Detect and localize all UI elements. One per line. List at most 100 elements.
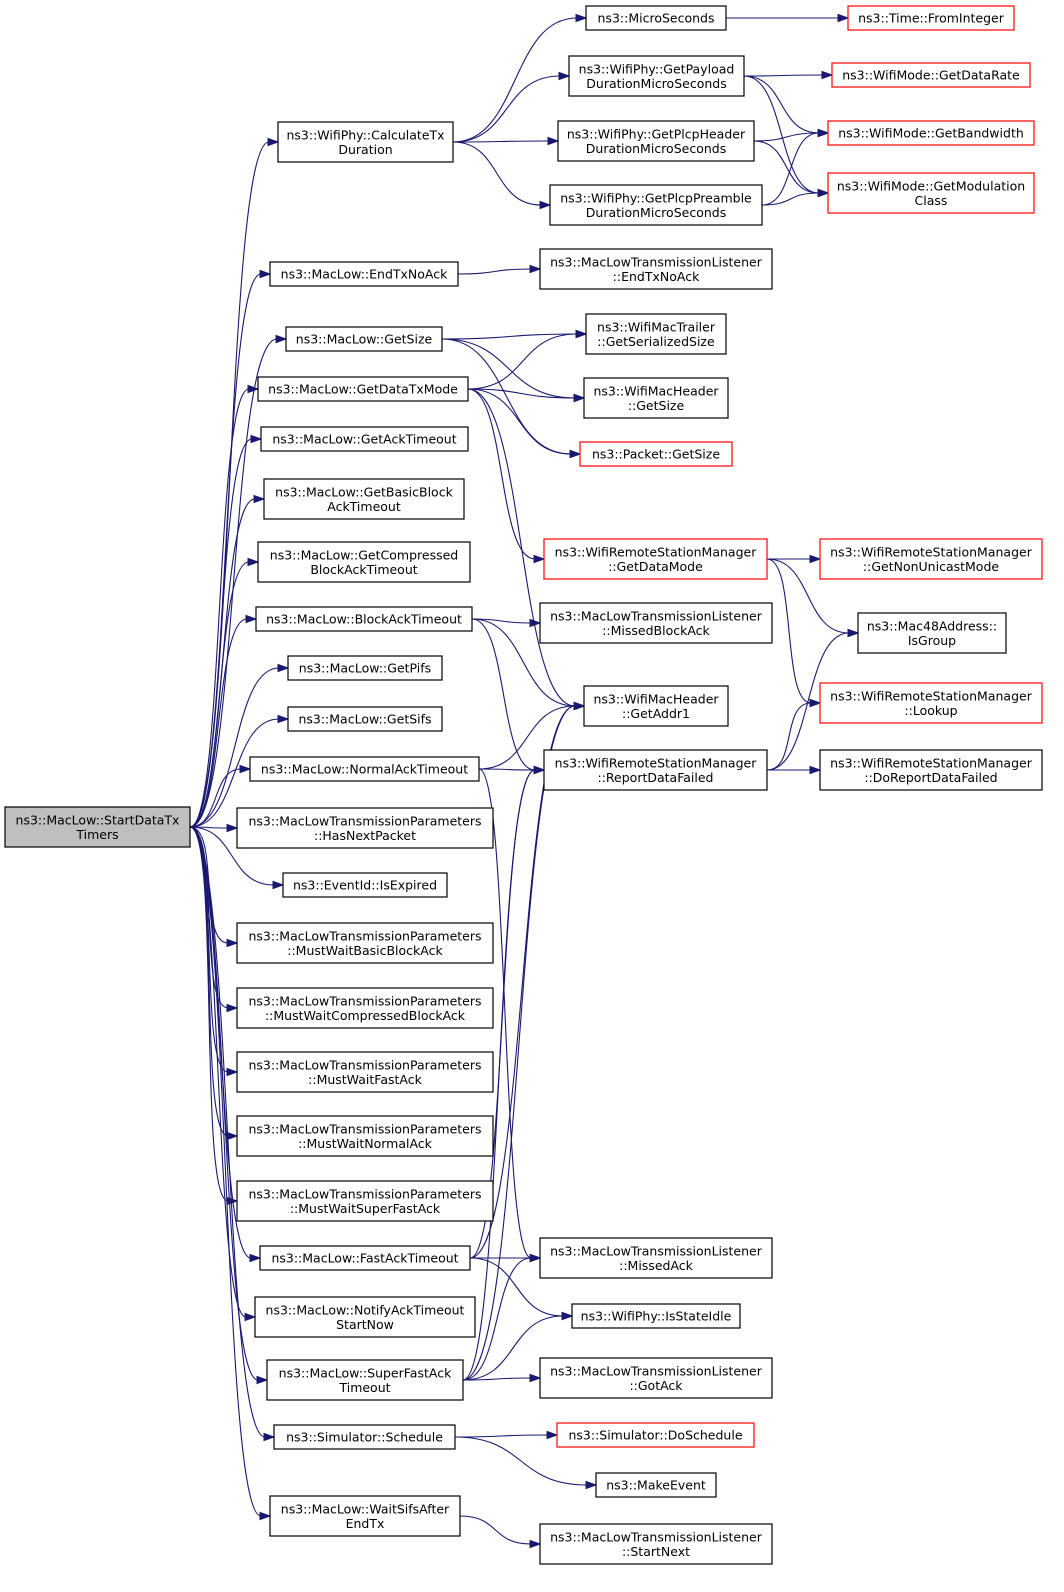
node-isexpired[interactable]: ns3::EventId::IsExpired: [282, 872, 448, 898]
node-schedule[interactable]: ns3::Simulator::Schedule: [273, 1424, 456, 1450]
node-getdatarate[interactable]: ns3::WifiMode::GetDataRate: [831, 62, 1031, 88]
arrowhead-icon: [249, 1253, 262, 1263]
node-label: IsGroup: [908, 633, 956, 648]
node-label: DurationMicroSeconds: [586, 205, 726, 220]
node-fromint[interactable]: ns3::Time::FromInteger: [847, 5, 1015, 31]
node-reportdatafailed[interactable]: ns3::WifiRemoteStationManager::ReportDat…: [543, 749, 768, 791]
node-box: [556, 1422, 755, 1448]
node-blockacktimeout[interactable]: ns3::MacLow::BlockAckTimeout: [255, 606, 473, 632]
node-box: [236, 807, 494, 849]
node-lookup[interactable]: ns3::WifiRemoteStationManager::Lookup: [819, 682, 1043, 724]
edge-line: [478, 768, 536, 771]
node-mwnormal[interactable]: ns3::MacLowTransmissionParameters::MustW…: [236, 1115, 494, 1157]
node-label: ::GetAddr1: [622, 706, 690, 721]
arrowhead-icon: [847, 628, 860, 638]
node-fastacktimeout[interactable]: ns3::MacLow::FastAckTimeout: [259, 1245, 471, 1271]
edge-line: [743, 74, 824, 77]
node-label: ns3::MacLow::GetDataTxMode: [268, 382, 458, 397]
arrowhead-icon: [259, 1511, 272, 1521]
node-mwcompressed[interactable]: ns3::MacLowTransmissionParameters::MustW…: [236, 987, 494, 1029]
node-getplcpheader[interactable]: ns3::WifiPhy::GetPlcpHeaderDurationMicro…: [557, 120, 755, 162]
node-getbandwidth[interactable]: ns3::WifiMode::GetBandwidth: [827, 120, 1035, 146]
edge-line: [471, 618, 532, 624]
arrowhead-icon: [529, 264, 542, 274]
node-mwfast[interactable]: ns3::MacLowTransmissionParameters::MustW…: [236, 1051, 494, 1093]
node-getacktimeout[interactable]: ns3::MacLow::GetAckTimeout: [260, 426, 469, 452]
node-label: ns3::WifiMacHeader: [593, 383, 719, 398]
node-mwbasic[interactable]: ns3::MacLowTransmissionParameters::MustW…: [236, 922, 494, 964]
node-getaddr1[interactable]: ns3::WifiMacHeader::GetAddr1: [583, 685, 729, 727]
node-label: ns3::WifiPhy::GetPayload: [579, 61, 735, 76]
node-microseconds[interactable]: ns3::MicroSeconds: [585, 5, 727, 31]
arrowhead-icon: [275, 334, 288, 344]
node-label: ::MissedAck: [619, 1258, 694, 1273]
node-getplcppreamble[interactable]: ns3::WifiPhy::GetPlcpPreambleDurationMic…: [549, 184, 763, 226]
node-getcompressed[interactable]: ns3::MacLow::GetCompressedBlockAckTimeou…: [257, 541, 471, 583]
arrowhead-icon: [272, 880, 285, 890]
node-box: [819, 538, 1043, 580]
node-listener-startnext[interactable]: ns3::MacLowTransmissionListener::StartNe…: [539, 1523, 773, 1565]
edge-root-to-getpifs: [189, 663, 290, 828]
edge-reportdatafailed-to-isgroup: [766, 628, 860, 771]
edge-line: [189, 438, 253, 828]
node-macheader-size[interactable]: ns3::WifiMacHeader::GetSize: [583, 377, 729, 419]
node-label: ns3::MacLow::GetSize: [296, 332, 433, 347]
node-box: [4, 806, 191, 848]
node-trailer[interactable]: ns3::WifiMacTrailer::GetSerializedSize: [585, 313, 727, 355]
node-endtx[interactable]: ns3::MacLow::EndTxNoAck: [269, 261, 459, 287]
node-label: ns3::MacLowTransmissionListener: [550, 1529, 763, 1544]
node-rsm-getdatamode[interactable]: ns3::WifiRemoteStationManager::GetDataMo…: [543, 538, 768, 580]
node-box: [254, 1296, 476, 1338]
node-doschedule[interactable]: ns3::Simulator::DoSchedule: [556, 1422, 755, 1448]
edge-blockacktimeout-to-listener-missedblock: [471, 618, 542, 628]
arrowhead-icon: [809, 554, 822, 564]
node-label: ns3::MicroSeconds: [598, 11, 715, 26]
node-getsifs[interactable]: ns3::MacLow::GetSifs: [287, 706, 443, 732]
edge-root-to-mwsuperfast: [189, 826, 239, 1206]
node-doreportdatafailed[interactable]: ns3::WifiRemoteStationManager::DoReportD…: [819, 749, 1043, 791]
node-box: [831, 62, 1031, 88]
node-label: ns3::WifiPhy::GetPlcpHeader: [567, 126, 746, 141]
node-label: ns3::MacLow::GetAckTimeout: [272, 432, 456, 447]
node-getdatatxmode[interactable]: ns3::MacLow::GetDataTxMode: [257, 376, 469, 402]
edge-getdatatxmode-to-trailer: [467, 329, 588, 390]
node-makeevent[interactable]: ns3::MakeEvent: [595, 1472, 717, 1498]
edge-root-to-getsifs: [189, 714, 290, 828]
node-isgroup[interactable]: ns3::Mac48Address::IsGroup: [857, 612, 1007, 654]
node-hasnextpacket[interactable]: ns3::MacLowTransmissionParameters::HasNe…: [236, 807, 494, 849]
node-getsize[interactable]: ns3::MacLow::GetSize: [285, 326, 443, 352]
node-normalacktimeout[interactable]: ns3::MacLow::NormalAckTimeout: [249, 756, 480, 782]
node-label: ::GetNonUnicastMode: [863, 559, 999, 574]
node-label: ns3::WifiMode::GetModulation: [837, 178, 1025, 193]
edge-line: [189, 826, 229, 1137]
node-mwsuperfast[interactable]: ns3::MacLowTransmissionParameters::MustW…: [236, 1180, 494, 1222]
node-getpayload[interactable]: ns3::WifiPhy::GetPayloadDurationMicroSec…: [568, 55, 745, 97]
node-listener-missedblock[interactable]: ns3::MacLowTransmissionListener::MissedB…: [539, 602, 773, 644]
node-packet-size[interactable]: ns3::Packet::GetSize: [579, 441, 733, 467]
arrowhead-icon: [239, 764, 252, 774]
edge-rsm-getdatamode-to-lookup: [766, 558, 822, 708]
node-box: [543, 538, 768, 580]
node-getpifs[interactable]: ns3::MacLow::GetPifs: [287, 655, 443, 681]
edge-line: [189, 768, 242, 828]
arrowhead-icon: [575, 329, 588, 339]
node-getnonunicast[interactable]: ns3::WifiRemoteStationManager::GetNonUni…: [819, 538, 1043, 580]
edge-line: [467, 388, 572, 455]
node-label: DurationMicroSeconds: [586, 141, 726, 156]
node-label: EndTx: [346, 1516, 385, 1531]
node-label: ns3::Simulator::Schedule: [286, 1430, 443, 1445]
node-box: [583, 377, 729, 419]
edge-superfast-to-isstateidle: [462, 1311, 574, 1381]
node-listener-endtx[interactable]: ns3::MacLowTransmissionListener::EndTxNo…: [539, 248, 773, 290]
node-isstateidle[interactable]: ns3::WifiPhy::IsStateIdle: [571, 1303, 741, 1329]
edge-superfast-to-listener-missedack: [462, 1253, 542, 1381]
edge-line: [469, 1257, 564, 1317]
node-listener-missedack[interactable]: ns3::MacLowTransmissionListener::MissedA…: [539, 1237, 773, 1279]
node-listener-gotack[interactable]: ns3::MacLowTransmissionListener::GotAck: [539, 1357, 773, 1399]
